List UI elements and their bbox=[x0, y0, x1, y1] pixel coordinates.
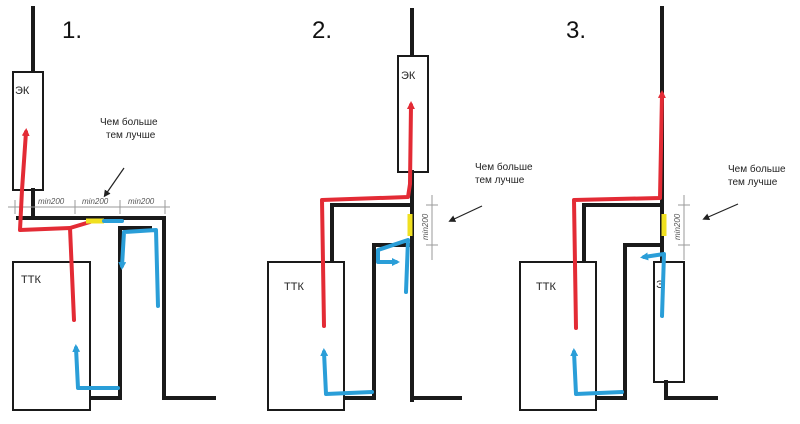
dimension-label: min200 bbox=[82, 197, 109, 206]
hot-flow bbox=[320, 101, 415, 328]
dimension-label: min200 bbox=[128, 197, 155, 206]
ek-label: Э bbox=[656, 279, 664, 291]
dimension-label: min200 bbox=[673, 213, 682, 240]
note-line-1: Чем больше bbox=[728, 163, 786, 175]
cold-flow-return bbox=[320, 348, 374, 396]
diagram-3: 3. Э ТТК min200 Чем больше тем лучше bbox=[519, 6, 786, 411]
diagram-number: 1. bbox=[62, 17, 82, 44]
note-line-1: Чем больше bbox=[475, 161, 533, 173]
cold-flow bbox=[376, 238, 410, 294]
note-line-1: Чем больше bbox=[100, 116, 158, 128]
diagram-number: 2. bbox=[312, 17, 332, 44]
note-line-2: тем лучше bbox=[728, 177, 778, 188]
cold-flow-loop bbox=[118, 228, 160, 308]
cold-flow bbox=[640, 252, 666, 318]
note-arrow bbox=[448, 205, 483, 222]
note-arrow bbox=[103, 167, 125, 198]
ek-label: ЭК bbox=[401, 70, 416, 82]
ttk-label: ТТК bbox=[536, 281, 556, 293]
note-arrow bbox=[702, 203, 739, 221]
ttk-label: ТТК bbox=[21, 274, 41, 286]
ttk-box bbox=[267, 261, 345, 411]
note-line-2: тем лучше bbox=[106, 130, 156, 141]
ttk-box bbox=[519, 261, 597, 411]
cold-flow-return bbox=[570, 348, 624, 396]
note-line-2: тем лучше bbox=[475, 175, 525, 186]
diagram-number: 3. bbox=[566, 17, 586, 44]
cold-flow-return bbox=[72, 344, 120, 390]
hot-flow bbox=[18, 128, 76, 322]
diagram-2: 2. ЭК ТТК min200 Чем больше тем лучше bbox=[267, 8, 533, 411]
ek-label: ЭК bbox=[15, 85, 30, 97]
ek-box bbox=[397, 55, 429, 173]
diagram-1: 1. ЭК ТТК min200 min200 min200 Чем больш… bbox=[8, 6, 216, 411]
ttk-label: ТТК bbox=[284, 281, 304, 293]
dimension-label: min200 bbox=[38, 197, 65, 206]
ek-box bbox=[653, 261, 685, 383]
hot-flow bbox=[572, 90, 666, 330]
dimension-label: min200 bbox=[421, 213, 430, 240]
